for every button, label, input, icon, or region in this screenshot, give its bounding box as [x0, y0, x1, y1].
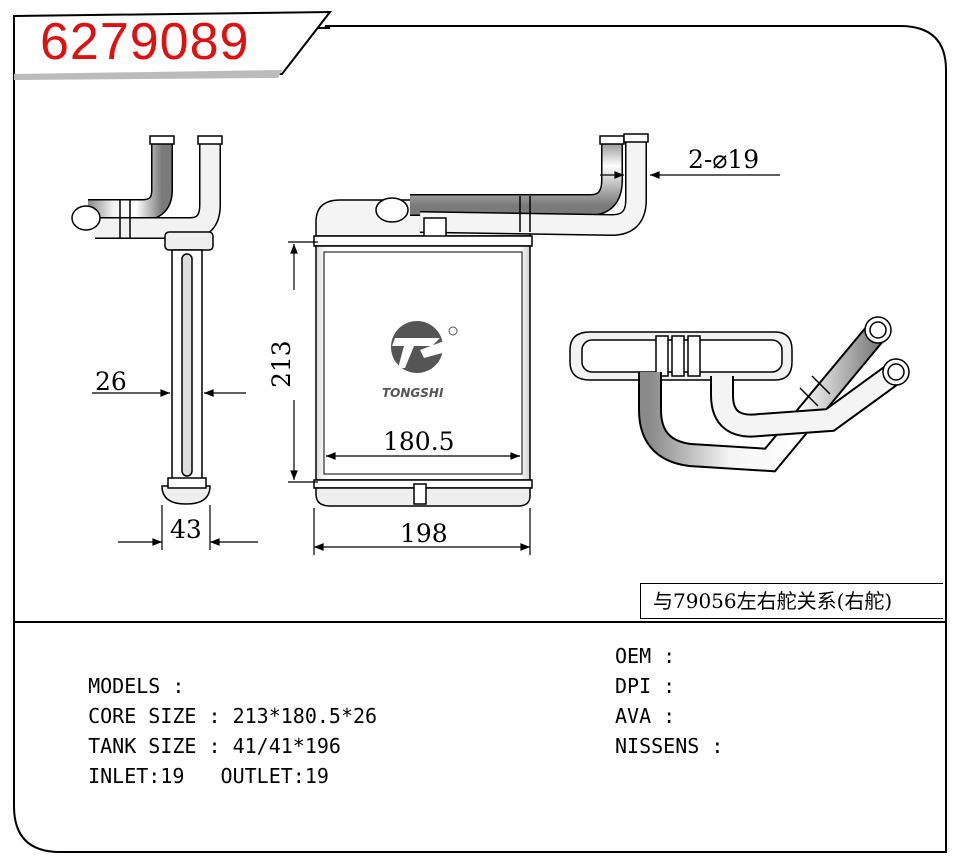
pipe-callout-label: 2-⌀19: [688, 145, 759, 174]
height-label: 213: [267, 340, 296, 388]
dim-height: [288, 241, 318, 483]
spec-label: MODELS :: [88, 674, 185, 698]
spec-label: TANK SIZE :: [88, 734, 221, 758]
sheet-border: [13, 25, 947, 853]
side-depth-label: 43: [170, 515, 202, 544]
spec-value: 213*180.5*26: [232, 704, 378, 728]
core-width-label: 180.5: [383, 427, 455, 456]
tongshi-logo: TONGSHI: [382, 321, 458, 400]
spec-nissens: NISSENS :: [615, 734, 724, 758]
front-view: [313, 133, 649, 507]
side-width-label: 26: [95, 367, 127, 396]
spec-label: INLET:19 OUTLET:19: [88, 764, 329, 788]
spec-models: MODELS :: [64, 641, 184, 701]
spec-label: CORE SIZE :: [88, 704, 221, 728]
spec-inlet-outlet: INLET:19 OUTLET:19: [64, 731, 329, 791]
spec-ava: AVA :: [615, 704, 676, 728]
dim-side-depth: [118, 505, 258, 550]
spec-dpi: DPI :: [615, 674, 676, 698]
part-number-banner: [13, 10, 333, 80]
spec-tank-size: TANK SIZE : 41/41*196: [64, 701, 341, 761]
overall-width-label: 198: [400, 519, 448, 548]
side-view: [71, 135, 223, 505]
part-number: 6279089: [40, 13, 250, 71]
top-view: [569, 316, 910, 473]
dim-overall-width: [313, 508, 531, 555]
spec-core-size: CORE SIZE : 213*180.5*26: [64, 671, 377, 731]
relation-note: 与79056左右舵关系(右舵): [640, 583, 943, 619]
svg-text:TONGSHI: TONGSHI: [382, 386, 444, 400]
spec-oem: OEM :: [615, 644, 676, 668]
spec-value: 41/41*196: [232, 734, 341, 758]
